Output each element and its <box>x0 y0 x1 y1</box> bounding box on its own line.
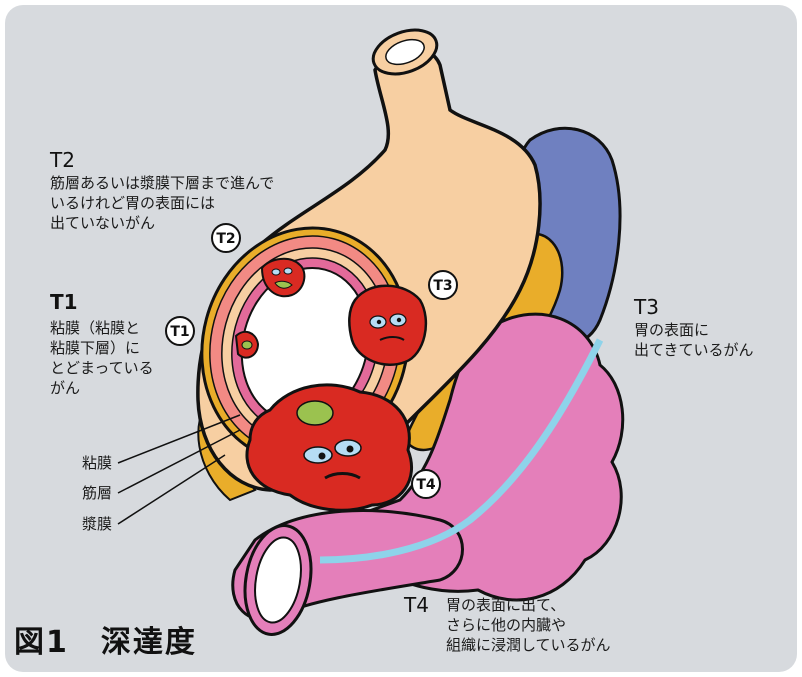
t4-line: 組織に浸潤しているがん <box>446 635 611 655</box>
tumor-t2-eye-right <box>284 268 292 274</box>
t4-line: 胃の表面に出て、 <box>446 595 611 615</box>
figure-caption: 図1 深達度 <box>14 617 197 661</box>
badge-t4: T4 <box>412 470 440 498</box>
t1-line: 粘膜下層）に <box>50 338 154 358</box>
t2-line: いるけれど胃の表面には <box>50 193 274 213</box>
t3-line: 出てきているがん <box>634 340 754 360</box>
badge-t3: T3 <box>429 271 457 299</box>
badge-t1-text: T1 <box>170 324 189 340</box>
t4-title: T4 <box>404 593 429 617</box>
tumor-t1-spot <box>242 341 252 349</box>
t1-line: 粘膜（粘膜と <box>50 318 154 338</box>
t2-description: 筋層あるいは漿膜下層まで進んで いるけれど胃の表面には 出ていないがん <box>50 173 274 233</box>
badge-t3-text: T3 <box>433 278 452 294</box>
badge-t4-text: T4 <box>416 477 436 493</box>
t2-title: T2 <box>50 148 75 172</box>
tumor-t3-pupil-right <box>397 318 401 322</box>
t1-line: がん <box>50 378 154 398</box>
t3-line: 胃の表面に <box>634 320 754 340</box>
t4-line: さらに他の内臓や <box>446 615 611 635</box>
t3-description: 胃の表面に 出てきているがん <box>634 320 754 360</box>
tumor-t2-eye-left <box>272 269 280 275</box>
tumor-t4-spot <box>297 401 333 425</box>
tumor-t3 <box>349 286 426 365</box>
t1-title: T1 <box>50 290 78 314</box>
badge-t2-text: T2 <box>216 231 235 247</box>
badge-t1: T1 <box>166 317 194 345</box>
tumor-t4-pupil-right <box>347 446 354 453</box>
tumor-t4-pupil-left <box>319 453 326 460</box>
t4-description: 胃の表面に出て、 さらに他の内臓や 組織に浸潤しているがん <box>446 595 611 655</box>
tumor-t4-eye-left <box>304 447 332 463</box>
t1-description: 粘膜（粘膜と 粘膜下層）に とどまっている がん <box>50 318 154 398</box>
t2-line: 筋層あるいは漿膜下層まで進んで <box>50 173 274 193</box>
t3-title: T3 <box>634 295 659 319</box>
layer-label-muscle: 筋層 <box>82 483 112 503</box>
t2-line: 出ていないがん <box>50 213 274 233</box>
t1-line: とどまっている <box>50 358 154 378</box>
layer-label-serosa: 漿膜 <box>82 514 112 534</box>
layer-label-mucosa: 粘膜 <box>82 453 112 473</box>
tumor-t3-pupil-left <box>377 320 381 324</box>
